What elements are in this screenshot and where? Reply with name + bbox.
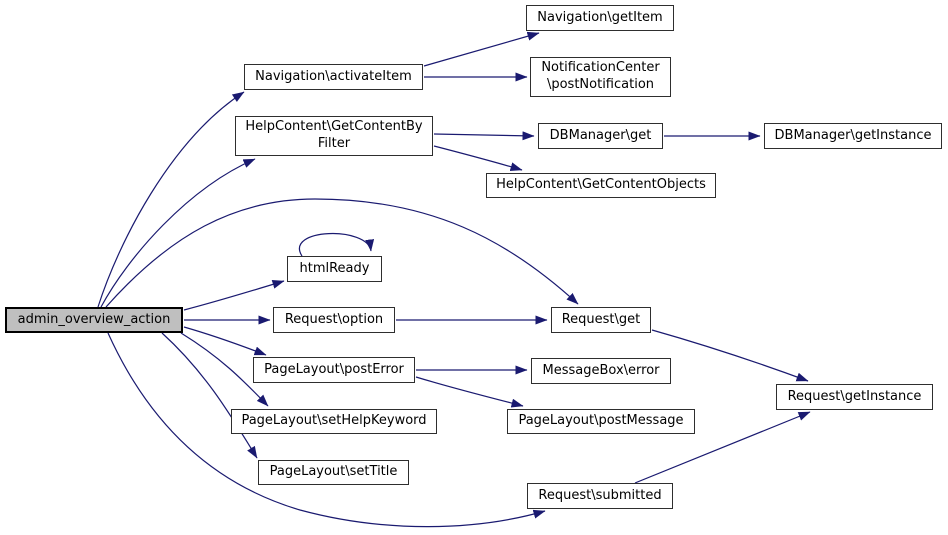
node-label: PageLayout\setTitle bbox=[269, 464, 398, 480]
node-label: HelpContent\GetContentBy Filter bbox=[245, 119, 423, 151]
edge-helpcontent-getcontentbyfilter-to-helpcontent-getcontentobjects bbox=[433, 145, 523, 172]
node-pagelayout-settitle[interactable]: PageLayout\setTitle bbox=[258, 460, 409, 485]
node-dbmanager-get[interactable]: DBManager\get bbox=[538, 123, 663, 149]
node-label: Navigation\getItem bbox=[537, 9, 663, 25]
node-label: Navigation\activateItem bbox=[255, 68, 412, 84]
edge-admin-overview-action-to-navigation-activateitem bbox=[97, 91, 245, 308]
edge-admin-overview-action-to-pagelayout-sethelpkeyword bbox=[180, 332, 269, 407]
node-helpcontent-getcontentobjects[interactable]: HelpContent\GetContentObjects bbox=[486, 173, 716, 198]
node-dbmanager-getinstance[interactable]: DBManager\getInstance bbox=[764, 123, 942, 149]
node-pagelayout-sethelpkeyword[interactable]: PageLayout\setHelpKeyword bbox=[231, 409, 437, 434]
edge-pagelayout-posterror-to-pagelayout-postmessage bbox=[415, 376, 524, 408]
node-label: admin_overview_action bbox=[17, 311, 171, 327]
edge-navigation-activateitem-to-navigation-getitem bbox=[423, 31, 540, 67]
edge-admin-overview-action-to-pagelayout-posterror bbox=[183, 326, 267, 356]
node-label: MessageBox\error bbox=[542, 362, 660, 378]
node-label: Request\get bbox=[561, 311, 641, 327]
node-navigation-activateitem[interactable]: Navigation\activateItem bbox=[244, 64, 423, 90]
node-label: HelpContent\GetContentObjects bbox=[496, 177, 706, 193]
node-label: DBManager\getInstance bbox=[774, 127, 932, 143]
edge-admin-overview-action-to-helpcontent-getcontentbyfilter bbox=[100, 158, 256, 308]
edge-admin-overview-action-to-request-get bbox=[105, 198, 579, 308]
node-label: Request\submitted bbox=[538, 487, 662, 503]
node-label: htmlReady bbox=[299, 260, 370, 276]
node-request-getinstance[interactable]: Request\getInstance bbox=[776, 384, 933, 410]
node-label: PageLayout\postError bbox=[264, 361, 404, 377]
edge-request-submitted-to-request-getinstance bbox=[634, 411, 811, 484]
edge-helpcontent-getcontentbyfilter-to-dbmanager-get bbox=[433, 131, 535, 141]
node-helpcontent-getcontentbyfilter[interactable]: HelpContent\GetContentBy Filter bbox=[235, 116, 433, 156]
node-admin-overview-action: admin_overview_action bbox=[5, 307, 183, 333]
edge-htmlready-to-htmlready bbox=[298, 233, 375, 257]
node-request-option[interactable]: Request\option bbox=[273, 307, 395, 333]
edge-admin-overview-action-to-pagelayout-settitle bbox=[161, 332, 258, 459]
node-notificationcenter-postnotification[interactable]: NotificationCenter \postNotification bbox=[530, 57, 671, 97]
edge-request-get-to-request-getinstance bbox=[651, 329, 809, 382]
node-label: PageLayout\postMessage bbox=[518, 413, 684, 429]
node-label: DBManager\get bbox=[549, 127, 652, 143]
edge-admin-overview-action-to-request-submitted bbox=[107, 332, 546, 528]
node-label: PageLayout\setHelpKeyword bbox=[241, 413, 427, 429]
node-htmlready[interactable]: htmlReady bbox=[287, 256, 382, 282]
node-label: NotificationCenter \postNotification bbox=[541, 60, 660, 92]
edge-admin-overview-action-to-htmlready bbox=[183, 280, 285, 311]
node-navigation-getitem[interactable]: Navigation\getItem bbox=[526, 5, 674, 31]
node-pagelayout-postmessage[interactable]: PageLayout\postMessage bbox=[507, 409, 695, 434]
node-messagebox-error[interactable]: MessageBox\error bbox=[531, 358, 671, 384]
node-pagelayout-posterror[interactable]: PageLayout\postError bbox=[253, 357, 415, 383]
node-label: Request\getInstance bbox=[787, 388, 922, 404]
node-request-get[interactable]: Request\get bbox=[551, 307, 651, 333]
node-label: Request\option bbox=[284, 311, 384, 327]
node-request-submitted[interactable]: Request\submitted bbox=[527, 483, 673, 509]
